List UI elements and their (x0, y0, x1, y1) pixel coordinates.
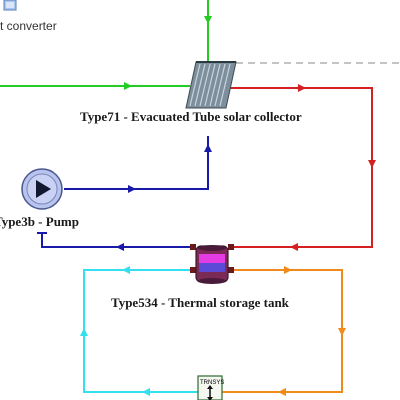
pump-icon[interactable] (21, 168, 63, 210)
converter-label: t converter (0, 19, 57, 33)
blue-connection[interactable] (37, 136, 212, 251)
orange-connection[interactable] (222, 266, 346, 396)
red-connection[interactable] (228, 84, 376, 251)
trnsys-icon-label: TRNSYS (200, 380, 224, 386)
tank-label: Type534 - Thermal storage tank (111, 295, 290, 310)
pump-label: Type3b - Pump (0, 214, 79, 229)
collector-label: Type71 - Evacuated Tube solar collector (80, 109, 302, 124)
solar-collector-icon[interactable] (185, 61, 237, 109)
trnsys-icon[interactable]: TRNSYS (197, 375, 224, 400)
storage-tank-icon[interactable] (190, 244, 234, 284)
green-connection[interactable] (0, 0, 212, 90)
converter-icon[interactable] (3, 0, 17, 11)
cyan-connection[interactable] (80, 266, 198, 396)
